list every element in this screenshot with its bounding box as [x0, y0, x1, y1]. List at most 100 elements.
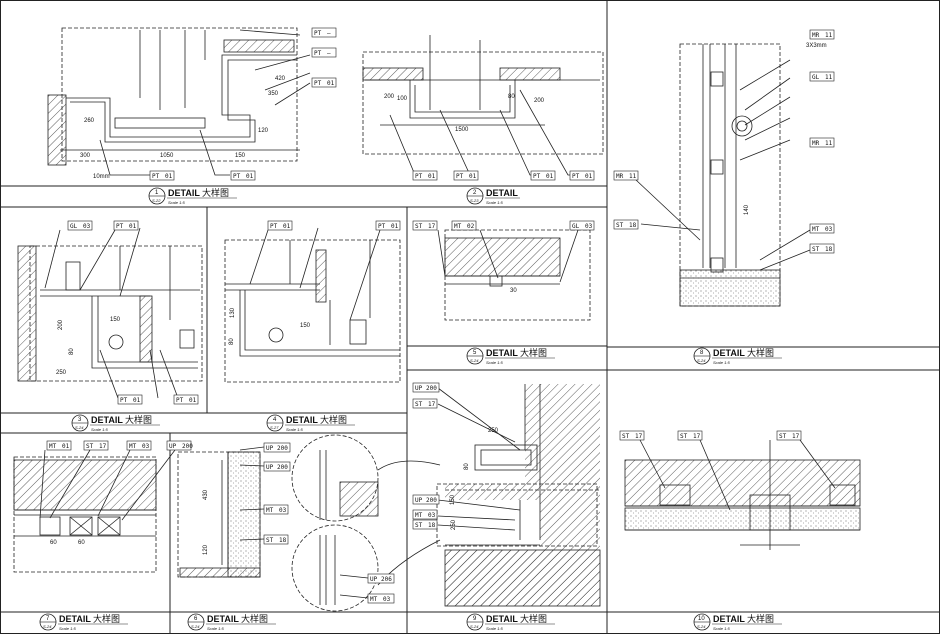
svg-text:11: 11	[825, 32, 833, 39]
detail-1-dimensions: 300 1050 150 260 120 350 420 10mm	[80, 76, 286, 180]
svg-text:DETAIL: DETAIL	[168, 188, 200, 198]
svg-text:大样图: 大样图	[747, 613, 774, 625]
svg-text:60: 60	[50, 540, 57, 546]
svg-text:200: 200	[534, 98, 545, 104]
svg-text:Scale 1:5: Scale 1:5	[91, 427, 108, 432]
svg-text:ST: ST	[415, 401, 423, 408]
svg-text:MR: MR	[812, 32, 820, 39]
svg-text:ST: ST	[415, 522, 423, 529]
detail-2-dimensions: 1500 200 100 80 200	[384, 94, 545, 133]
svg-text:大样图: 大样图	[125, 414, 152, 426]
svg-text:150: 150	[110, 317, 121, 323]
svg-text:PT: PT	[116, 223, 124, 230]
svg-text:01: 01	[585, 173, 593, 180]
svg-text:UP: UP	[169, 443, 177, 450]
svg-text:ST: ST	[616, 222, 624, 229]
svg-text:03: 03	[142, 443, 150, 450]
detail-title-6: 6 S-24 DETAIL 大样图 Scale 1:5	[187, 613, 276, 631]
svg-text:17: 17	[428, 223, 436, 230]
svg-text:DETAIL: DETAIL	[91, 415, 123, 425]
svg-text:PT: PT	[572, 173, 580, 180]
svg-text:GL: GL	[70, 223, 78, 230]
detail-8-drawing	[635, 43, 811, 307]
svg-text:03: 03	[383, 596, 391, 603]
svg-text:S-24: S-24	[75, 425, 84, 430]
svg-text:150: 150	[450, 494, 456, 505]
svg-text:DETAIL: DETAIL	[486, 188, 518, 198]
svg-text:DETAIL: DETAIL	[207, 614, 239, 624]
svg-text:PT: PT	[176, 397, 184, 404]
svg-text:10: 10	[698, 616, 705, 622]
svg-text:3: 3	[78, 417, 82, 423]
svg-text:18: 18	[428, 522, 436, 529]
svg-text:80: 80	[69, 348, 75, 355]
svg-text:MT: MT	[812, 226, 820, 233]
svg-text:PT: PT	[314, 50, 322, 57]
svg-text:大样图: 大样图	[93, 613, 120, 625]
svg-text:206: 206	[381, 576, 392, 583]
svg-text:Scale 1:5: Scale 1:5	[59, 626, 76, 631]
svg-text:S-27: S-27	[270, 425, 279, 430]
svg-text:MR: MR	[616, 173, 624, 180]
svg-text:PT: PT	[314, 80, 322, 87]
detail-3-tags	[67, 220, 199, 405]
svg-text:11: 11	[629, 173, 637, 180]
svg-text:—: —	[327, 50, 331, 57]
svg-text:PT: PT	[270, 223, 278, 230]
svg-text:200: 200	[58, 319, 64, 330]
svg-text:01: 01	[469, 173, 477, 180]
svg-text:ST: ST	[779, 433, 787, 440]
detail-10-tags	[619, 430, 802, 441]
callout-tags	[367, 573, 395, 604]
svg-text:Scale 1:5: Scale 1:5	[713, 360, 730, 365]
svg-text:PT: PT	[233, 173, 241, 180]
svg-text:80: 80	[464, 463, 470, 470]
svg-text:140: 140	[744, 204, 750, 215]
detail-10-drawing	[624, 439, 861, 550]
svg-text:ST: ST	[680, 433, 688, 440]
detail-1-drawing	[47, 27, 311, 176]
dim-text: 150	[235, 153, 246, 159]
detail-5-drawing	[437, 229, 591, 321]
svg-text:DETAIL: DETAIL	[713, 348, 745, 358]
svg-text:200: 200	[277, 445, 288, 452]
svg-text:430: 430	[203, 489, 209, 500]
svg-text:100: 100	[397, 96, 408, 102]
svg-text:17: 17	[635, 433, 643, 440]
detail-title-8: 8 S-24 DETAIL 大样图 Scale 1:5	[693, 347, 782, 365]
svg-text:大样图: 大样图	[520, 613, 547, 625]
svg-text:ST: ST	[622, 433, 630, 440]
svg-text:01: 01	[327, 80, 335, 87]
svg-text:PT: PT	[378, 223, 386, 230]
svg-text:03: 03	[279, 507, 287, 514]
svg-text:01: 01	[165, 173, 173, 180]
svg-text:大样图: 大样图	[320, 414, 347, 426]
svg-text:250: 250	[451, 519, 457, 530]
svg-text:PT: PT	[456, 173, 464, 180]
svg-text:Scale 1:5: Scale 1:5	[286, 427, 303, 432]
svg-text:01: 01	[391, 223, 399, 230]
svg-text:200: 200	[182, 443, 193, 450]
svg-text:03: 03	[83, 223, 91, 230]
svg-text:18: 18	[279, 537, 287, 544]
svg-text:GL: GL	[572, 223, 580, 230]
svg-text:1500: 1500	[455, 127, 469, 133]
dim-text: 350	[268, 91, 279, 97]
svg-text:UP: UP	[415, 385, 423, 392]
svg-text:200: 200	[426, 385, 437, 392]
svg-text:MT: MT	[129, 443, 137, 450]
svg-text:大样图: 大样图	[241, 613, 268, 625]
svg-text:—: —	[327, 30, 331, 37]
svg-text:5: 5	[473, 350, 477, 356]
svg-text:30: 30	[510, 288, 517, 294]
svg-text:250: 250	[488, 428, 499, 434]
svg-text:17: 17	[792, 433, 800, 440]
svg-text:DETAIL: DETAIL	[486, 614, 518, 624]
svg-text:1: 1	[155, 190, 159, 196]
svg-text:Scale 1:5: Scale 1:5	[486, 626, 503, 631]
svg-text:02: 02	[467, 223, 475, 230]
svg-text:UP: UP	[266, 464, 274, 471]
svg-text:200: 200	[426, 497, 437, 504]
svg-text:01: 01	[129, 223, 137, 230]
